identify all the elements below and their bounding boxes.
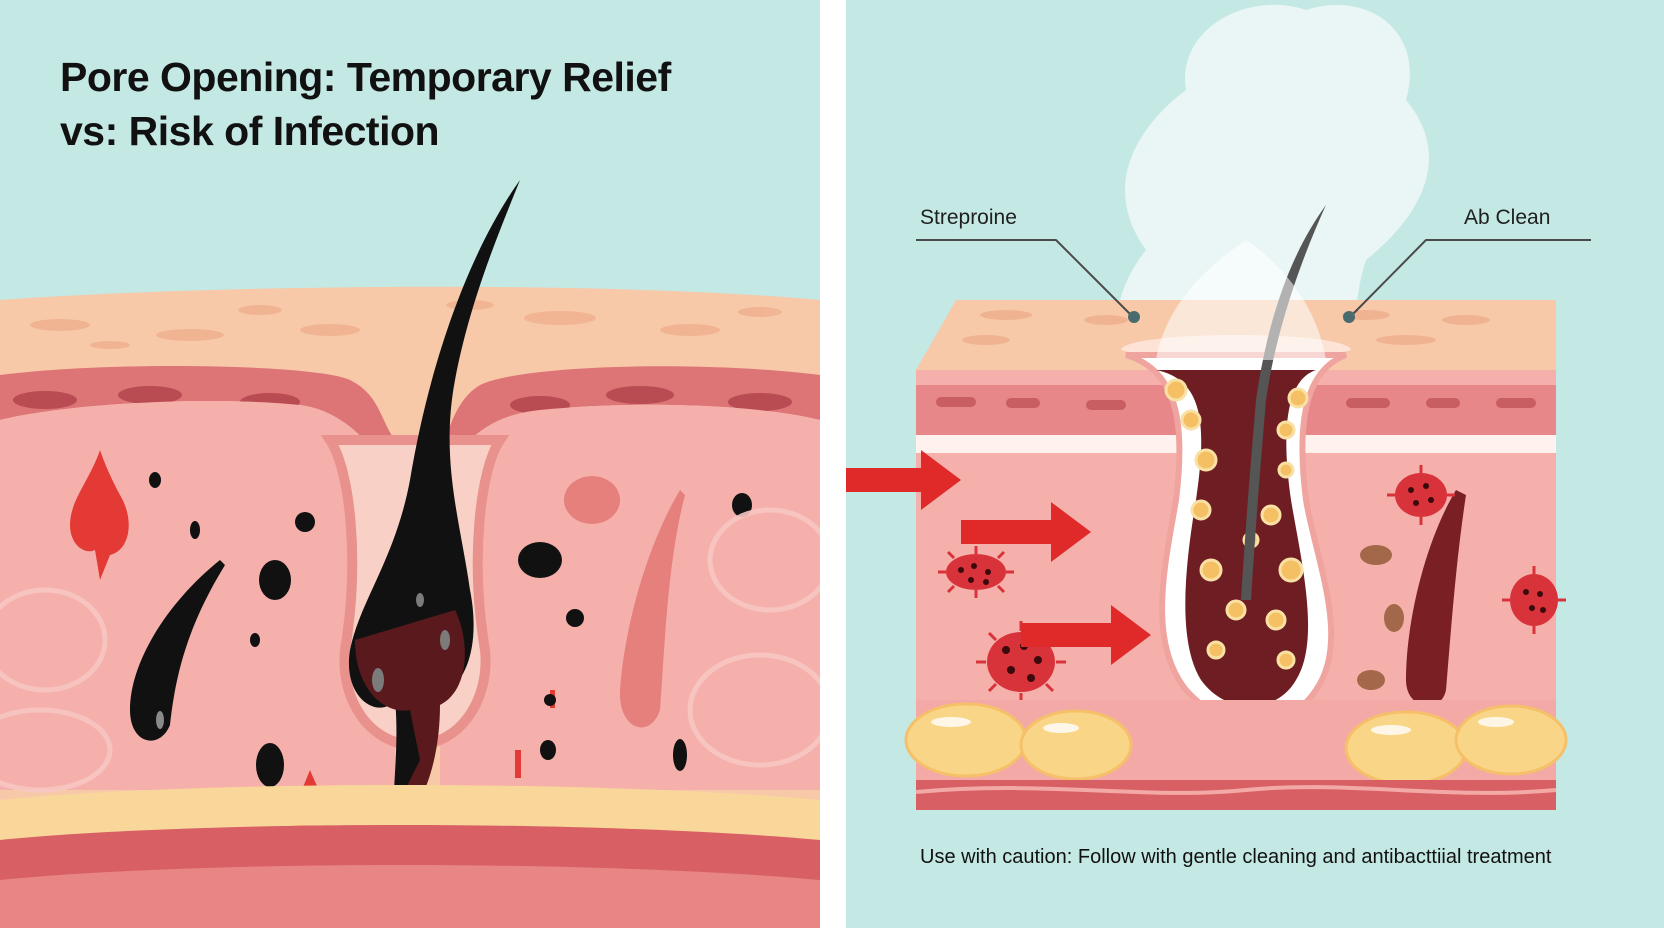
epidermis-band	[0, 365, 395, 480]
hair-shaft	[1241, 205, 1326, 600]
callout-label-left: Streproine	[920, 206, 1017, 229]
debris-particles	[149, 472, 752, 810]
small-hair-right	[1406, 490, 1466, 707]
dermis-right	[440, 404, 820, 790]
callout-line-left	[916, 239, 1132, 316]
dermis-debris	[1357, 545, 1404, 690]
left-panel: Pore Opening: Temporary Relief vs: Risk …	[0, 0, 820, 928]
small-hair-highlight	[156, 711, 164, 729]
steam-column	[1156, 240, 1326, 360]
band-cells	[13, 386, 792, 414]
arrow-3	[1021, 605, 1151, 665]
small-hair-right	[619, 490, 685, 728]
panel-divider	[820, 0, 846, 928]
callout-label-right: Ab Clean	[1464, 206, 1551, 229]
callout-lines	[916, 239, 1591, 316]
skin-cross-section-right	[846, 0, 1664, 928]
dermis-cells	[0, 507, 820, 793]
caution-caption: Use with caution: Follow with gentle cle…	[920, 846, 1552, 868]
page-title: Pore Opening: Temporary Relief vs: Risk …	[60, 50, 780, 158]
bacterium-3	[1387, 465, 1455, 525]
right-panel: Streproine Ab Clean Use with caution: Fo…	[846, 0, 1664, 928]
epidermis-band-right	[440, 366, 820, 485]
deep-wave	[915, 785, 1557, 795]
sebum-globules	[1164, 378, 1309, 670]
bacterium-4	[1502, 566, 1566, 634]
dermis-cell-dark	[564, 476, 620, 524]
hair-highlights	[372, 593, 450, 692]
bacterium-1	[938, 546, 1014, 598]
penetration-arrows	[846, 450, 1151, 665]
title-line-2: vs: Risk of Infection	[60, 108, 440, 154]
band-cells	[936, 397, 1536, 410]
hair-bulb	[355, 610, 465, 800]
arrow-1	[846, 450, 961, 510]
callout-dot-left	[1128, 311, 1140, 323]
callout-line-right	[1351, 239, 1591, 316]
title-line-1: Pore Opening: Temporary Relief	[60, 54, 671, 100]
subcutaneous-fat	[0, 785, 820, 840]
deep-layer-2	[0, 865, 820, 928]
fat-highlights	[931, 717, 1514, 735]
surface-texture	[30, 300, 782, 349]
small-hair-left	[130, 560, 225, 741]
deep-layer	[916, 780, 1556, 810]
callout-dot-right	[1343, 311, 1355, 323]
top-texture	[962, 310, 1490, 345]
blood-fleck-2	[515, 750, 521, 778]
skin-cross-section-left	[0, 0, 820, 928]
arrow-2	[961, 502, 1091, 562]
blood-drop-1	[70, 450, 129, 580]
